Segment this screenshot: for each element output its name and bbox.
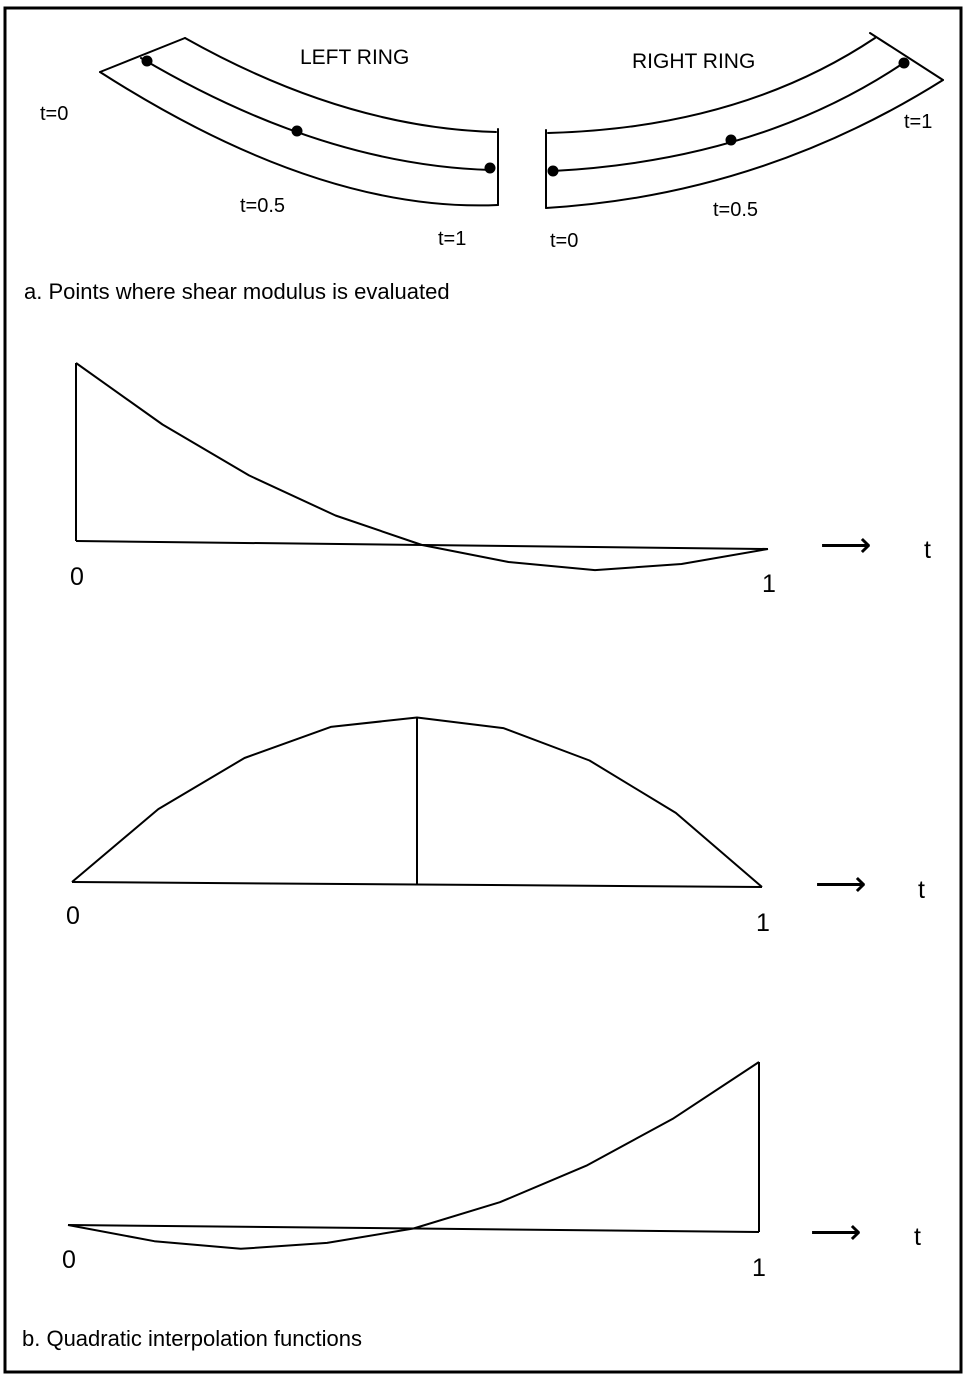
tick-label-0: 0 [66, 902, 80, 930]
right-ring-title: RIGHT RING [632, 50, 755, 73]
tick-label-0: 0 [70, 563, 84, 591]
left-ring-point-t1 [484, 162, 496, 174]
right-ring-end-edge [869, 32, 944, 81]
interpolation-plot-3: 0 1 ⟶ t [62, 1061, 921, 1282]
axis-arrow-icon: ⟶ [810, 1211, 862, 1252]
tick-label-1: 1 [762, 570, 776, 598]
caption-b: b. Quadratic interpolation functions [22, 1326, 362, 1351]
right-ring-outer-arc [545, 79, 944, 209]
right-ring-t05-label: t=0.5 [713, 199, 758, 221]
left-ring-t0-label: t=0 [40, 103, 68, 125]
right-ring-point-t05 [725, 134, 737, 146]
right-ring-point-t1 [898, 57, 910, 69]
left-ring-start-edge [99, 37, 186, 73]
axis-variable-label: t [914, 1223, 921, 1251]
left-ring-mid-arc [140, 57, 492, 171]
left-ring-outer-arc [99, 71, 499, 207]
right-ring-t0-label: t=0 [550, 230, 578, 252]
right-ring-t1-label: t=1 [904, 111, 932, 133]
interpolation-curve [67, 1061, 760, 1250]
tick-label-1: 1 [756, 909, 770, 937]
interpolation-curve [75, 362, 769, 572]
axis-variable-label: t [918, 876, 925, 904]
left-ring-title: LEFT RING [300, 46, 409, 69]
left-ring: LEFT RING t=0 t=0.5 t=1 [40, 37, 499, 250]
tick-label-1: 1 [752, 1254, 766, 1282]
axis-variable-label: t [924, 536, 931, 564]
figure-frame [3, 6, 963, 1374]
right-ring-mid-arc [552, 61, 906, 172]
axis-arrow-icon: ⟶ [820, 524, 872, 565]
left-ring-point-t0 [141, 55, 153, 67]
axis-arrow-icon: ⟶ [815, 863, 867, 904]
left-ring-t05-label: t=0.5 [240, 195, 285, 217]
left-ring-inner-arc [184, 37, 497, 133]
right-ring-point-t0 [547, 165, 559, 177]
interpolation-plot-1: 0 1 ⟶ t [70, 362, 931, 598]
caption-a: a. Points where shear modulus is evaluat… [24, 279, 450, 304]
left-ring-point-t05 [291, 125, 303, 137]
left-ring-t1-label: t=1 [438, 228, 466, 250]
right-ring-inner-arc [547, 37, 876, 134]
interpolation-curve [71, 716, 763, 888]
interpolation-plot-2: 0 1 ⟶ t [66, 716, 925, 937]
right-ring: RIGHT RING t=0 t=0.5 t=1 [545, 32, 944, 252]
tick-label-0: 0 [62, 1246, 76, 1274]
